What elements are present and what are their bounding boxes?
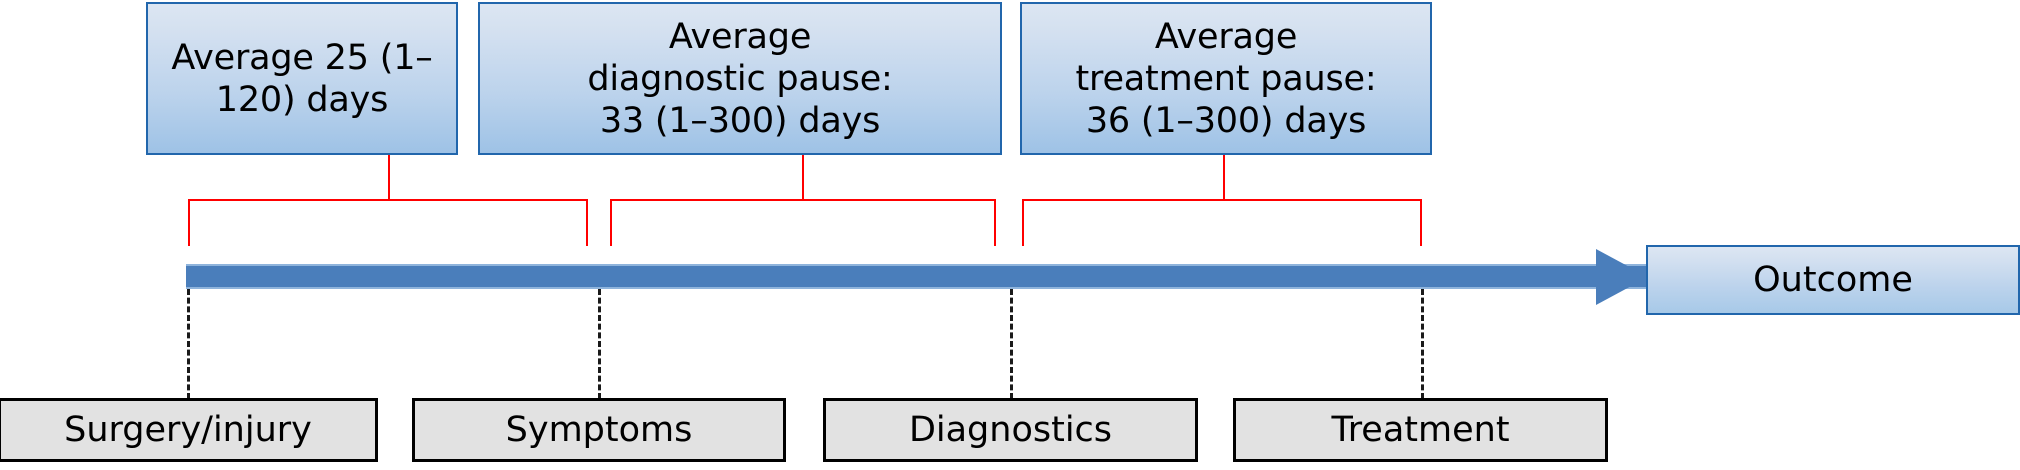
event-box-symptoms: Symptoms [412, 398, 786, 462]
pause-box-label: Average diagnostic pause: 33 (1–300) day… [587, 16, 893, 141]
event-label: Symptoms [505, 410, 693, 450]
bracket-stem-3 [1223, 155, 1225, 200]
pause-box-label: Average treatment pause: 36 (1–300) days [1075, 16, 1377, 141]
pause-box-diagnostic-pause: Average diagnostic pause: 33 (1–300) day… [478, 2, 1002, 155]
bracket-stem-1 [388, 155, 390, 200]
dropper-line-diagnostics [1010, 289, 1013, 399]
pause-box-label: Average 25 (1–120) days [171, 37, 433, 120]
bracket-diagnostics-to-treatment [1022, 199, 1422, 246]
pause-box-surgery-to-symptoms: Average 25 (1–120) days [146, 2, 458, 155]
event-label: Diagnostics [908, 410, 1113, 450]
event-label: Surgery/injury [64, 410, 312, 450]
timeline-bar [186, 264, 1649, 289]
bracket-surgery-to-symptoms [188, 199, 588, 246]
event-label: Treatment [1331, 410, 1510, 450]
outcome-box: Outcome [1646, 245, 2020, 315]
dropper-line-surgery-injury [187, 289, 190, 399]
dropper-line-symptoms [598, 289, 601, 399]
bracket-symptoms-to-diagnostics [610, 199, 996, 246]
pause-box-treatment-pause: Average treatment pause: 36 (1–300) days [1020, 2, 1432, 155]
dropper-line-treatment [1421, 289, 1424, 399]
event-box-treatment: Treatment [1233, 398, 1608, 462]
event-box-diagnostics: Diagnostics [823, 398, 1198, 462]
timeline-arrowhead-icon [1596, 249, 1648, 305]
event-box-surgery-injury: Surgery/injury [0, 398, 378, 462]
bracket-stem-2 [802, 155, 804, 200]
outcome-label: Outcome [1753, 260, 1913, 300]
